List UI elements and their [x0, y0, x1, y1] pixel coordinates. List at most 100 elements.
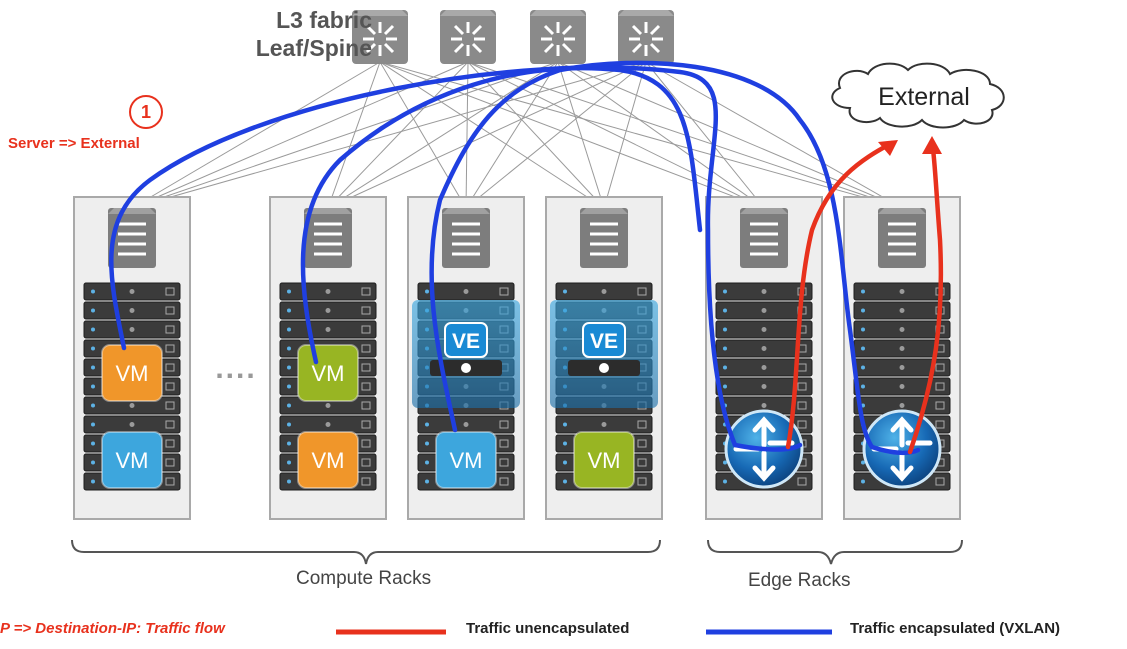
server-unit: [83, 320, 181, 339]
server-unit: [83, 415, 181, 434]
encapsulated-flow: [429, 60, 875, 450]
spine-switch-4: [618, 10, 674, 64]
vm-label: VM: [312, 361, 345, 386]
server-led: [287, 289, 291, 294]
server-port: [361, 439, 371, 448]
rack-brackets: [71, 539, 963, 565]
server-unit: [279, 301, 377, 320]
server-unit: [555, 415, 653, 434]
leaf-body: [580, 208, 628, 268]
vm-icon: VM: [297, 344, 359, 402]
leaf-top: [108, 208, 156, 214]
server-knob: [899, 365, 905, 370]
server-port: [797, 420, 807, 429]
server-port: [637, 477, 647, 486]
server-led: [861, 346, 865, 351]
server-led: [287, 384, 291, 389]
server-unit: [279, 320, 377, 339]
server-led: [861, 365, 865, 370]
unencapsulated-flow: [907, 138, 944, 455]
unencapsulated-flow: [785, 140, 895, 450]
server-port: [361, 306, 371, 315]
server-knob: [129, 403, 135, 408]
server-port: [637, 287, 647, 296]
server-knob: [899, 308, 905, 313]
arrow-line: [543, 42, 555, 54]
fabric-link: [327, 61, 381, 209]
server-led: [723, 365, 727, 370]
edge-rack-1: [705, 196, 823, 520]
server-led: [287, 460, 291, 465]
fabric-link: [379, 61, 467, 209]
server-unit: [83, 282, 181, 301]
spine-top: [440, 10, 496, 16]
server-led: [563, 460, 567, 465]
spine-top: [618, 10, 674, 16]
server-led: [723, 479, 727, 484]
server-port: [165, 325, 175, 334]
server-led: [91, 441, 95, 446]
server-port: [797, 382, 807, 391]
vm-box: [297, 431, 359, 489]
server-led: [91, 327, 95, 332]
server-port: [499, 287, 509, 296]
switch-arrows-icon: [314, 222, 342, 256]
server-port: [165, 382, 175, 391]
vm-icon: VM: [101, 344, 163, 402]
server-led: [425, 289, 429, 294]
leaf-body: [740, 208, 788, 268]
server-unit: [279, 415, 377, 434]
leaf-body: [442, 208, 490, 268]
server-unit: [83, 301, 181, 320]
arrow-line: [365, 42, 377, 54]
legend-flow-label: P => Destination-IP: Traffic flow: [0, 620, 225, 637]
server-port: [797, 477, 807, 486]
server-port: [637, 439, 647, 448]
fabric-link: [603, 61, 647, 209]
arrow-line: [631, 42, 643, 54]
server-port: [499, 458, 509, 467]
server-port: [361, 420, 371, 429]
fabric-link: [131, 61, 647, 209]
server-led: [723, 289, 727, 294]
server-led: [861, 289, 865, 294]
spine-body: [530, 10, 586, 64]
flow-arrowhead: [878, 140, 898, 156]
compute-rack-2: VM VM: [269, 196, 387, 520]
server-knob: [463, 422, 469, 427]
server-led: [723, 460, 727, 465]
leaf-switch: [580, 208, 628, 268]
switch-arrows-icon: [590, 222, 618, 256]
flow-arrowhead: [922, 136, 942, 154]
ve-icon: VE: [412, 300, 520, 408]
server-unit: [279, 282, 377, 301]
fabric-link: [645, 61, 765, 209]
rack-ellipsis: ....: [215, 352, 256, 385]
vm-label: VM: [588, 448, 621, 473]
server-led: [91, 403, 95, 408]
arrow-line: [383, 24, 395, 36]
arrow-line: [631, 24, 643, 36]
server-unit: [555, 282, 653, 301]
server-port: [935, 401, 945, 410]
spine-body: [440, 10, 496, 64]
leaf-body: [878, 208, 926, 268]
server-led: [861, 308, 865, 313]
spine-top: [352, 10, 408, 16]
fabric-link: [557, 61, 605, 209]
arrow-line: [649, 24, 661, 36]
server-port: [165, 401, 175, 410]
server-knob: [761, 289, 767, 294]
server-port: [637, 420, 647, 429]
spine-switch-2: [440, 10, 496, 64]
server-port: [361, 344, 371, 353]
vm-icon: VM: [297, 431, 359, 489]
spine-switch-1: [352, 10, 408, 64]
server-port: [361, 401, 371, 410]
server-led: [287, 308, 291, 313]
vm-box: [435, 431, 497, 489]
leaf-switch: [108, 208, 156, 268]
